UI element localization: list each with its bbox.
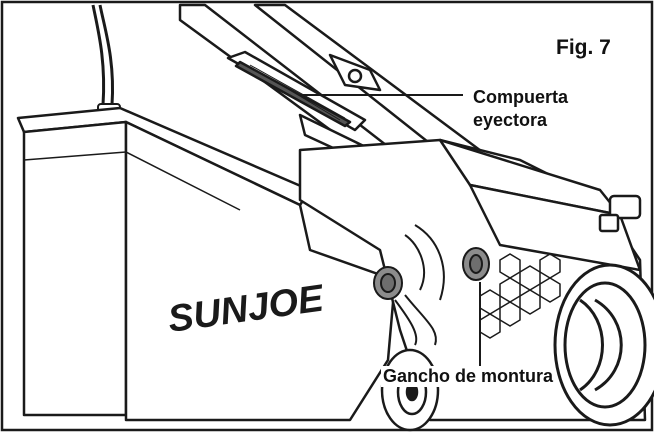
- power-cord: [91, 4, 115, 106]
- callout-ejector-door-line2: eyectora: [473, 110, 548, 130]
- rear-wheel: [553, 263, 654, 427]
- small-wheel: [380, 348, 440, 432]
- callout-ejector-door-line1: Compuerta: [473, 87, 569, 107]
- mounting-hook-left: [373, 266, 403, 300]
- figure-number: Fig. 7: [556, 36, 611, 59]
- mounting-hook-right: [462, 247, 490, 281]
- callout-ejector-door: Compuerta eyectora: [473, 86, 568, 132]
- grass-bag: [16, 106, 397, 422]
- bag-frame-fins: [394, 224, 445, 346]
- ejector-door: [226, 50, 367, 132]
- callout-mounting-hook: Gancho de montura: [381, 366, 556, 387]
